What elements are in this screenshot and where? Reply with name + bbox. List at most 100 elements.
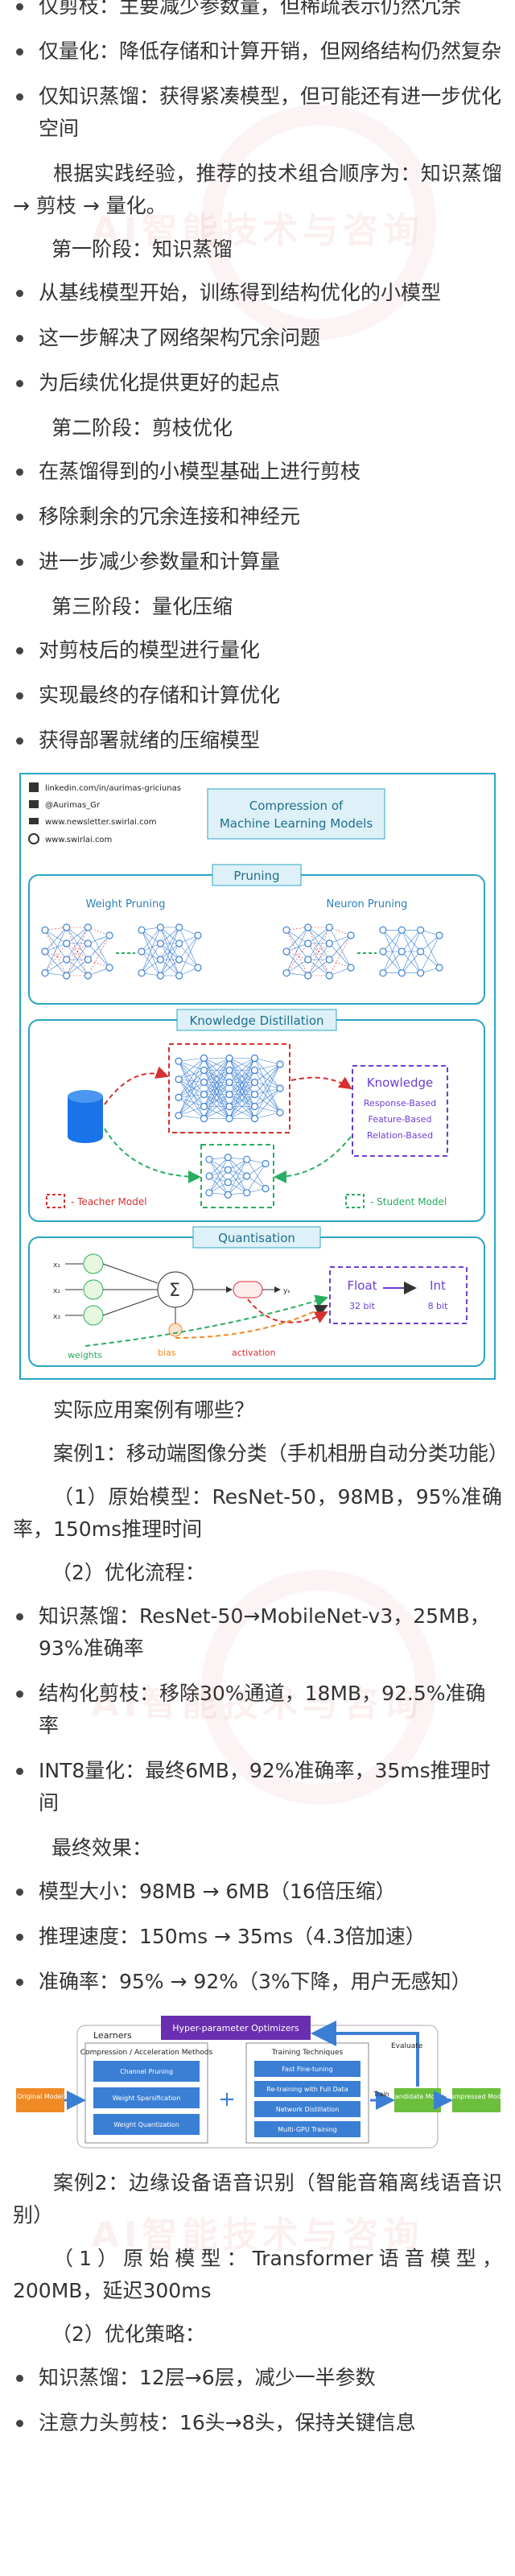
network-edge	[228, 1170, 247, 1193]
network-edge	[307, 927, 330, 960]
network-edge	[178, 1079, 204, 1083]
stage3-list: 对剪枝后的模型进行量化 实现最终的存储和计算优化 获得部署就绪的压缩模型	[0, 634, 515, 757]
network-node	[63, 939, 71, 947]
network-node	[84, 923, 92, 931]
pipeline-svg: Hyper-parameter Optimizers Learners Comp…	[16, 2016, 507, 2149]
evaluate-label: Evaluate	[391, 2042, 423, 2050]
network-node	[138, 926, 146, 934]
network-edge	[66, 927, 89, 944]
list-item: 准确率：95% → 92%（3%下降，用户无感知）	[13, 1966, 505, 1998]
list-item: 这一步解决了网络架构冗余问题	[13, 322, 505, 354]
network-node	[398, 926, 406, 934]
case1-title: 案例1：移动端图像分类（手机相册自动分类功能）	[53, 1442, 509, 1465]
network-node	[282, 947, 290, 956]
network-node	[224, 1191, 232, 1199]
network-edge	[329, 935, 352, 960]
network-node	[379, 947, 387, 956]
network-node	[105, 964, 113, 972]
network-edge	[420, 935, 440, 952]
int-bits: 8 bit	[428, 1301, 449, 1311]
credit-twitter: @Aurimas_Gr	[45, 801, 101, 810]
network-edge	[402, 930, 421, 973]
network-edge	[228, 1159, 247, 1183]
compressed-model-label: Compressed Model	[446, 2093, 502, 2100]
network-edge	[228, 1159, 247, 1195]
case1-effect-title: 最终效果：	[52, 1836, 153, 1860]
network-edge	[208, 1159, 229, 1195]
network-edge	[329, 927, 352, 936]
network-edge	[178, 1094, 204, 1098]
learners-label: Learners	[93, 2030, 132, 2041]
limitation-list: 仅剪枝：主要减少参数量，但稀疏表示仍然冗余 仅量化：降低存储和计算开销，但网络结…	[0, 0, 515, 145]
network-edge	[178, 1115, 204, 1119]
knowledge-type: Response-Based	[364, 1098, 436, 1108]
network-node	[224, 1166, 232, 1174]
list-item: 推理速度：150ms → 35ms（4.3倍加速）	[13, 1921, 505, 1953]
network-edge	[229, 1082, 255, 1119]
network-node	[224, 1179, 232, 1187]
network-edge	[329, 959, 352, 968]
figure-title-line2: Machine Learning Models	[220, 816, 373, 831]
network-edge	[44, 959, 67, 973]
network-edge	[141, 927, 161, 973]
network-edge	[307, 927, 330, 944]
network-edge	[44, 930, 67, 976]
network-node	[250, 1066, 259, 1075]
candidate-model-label: Candidate Model	[390, 2093, 444, 2100]
list-item: 模型大小：98MB → 6MB（16倍压缩）	[13, 1876, 505, 1908]
optimizer-box	[161, 2016, 311, 2040]
network-edge	[208, 1175, 229, 1195]
network-node	[435, 964, 443, 972]
network-edge	[204, 1082, 230, 1119]
network-node	[175, 939, 183, 947]
network-edge	[88, 927, 110, 936]
network-node	[243, 1189, 251, 1197]
stage-heading: 第一阶段：知识蒸馏	[52, 237, 233, 261]
methods-title: Compression / Acceleration Methods	[80, 2049, 213, 2057]
network-edge	[178, 1096, 204, 1107]
paragraph: 根据实践经验，推荐的技术组合顺序为：知识蒸馏 → 剪枝 → 量化。	[13, 162, 502, 217]
list-item: 仅量化：降低存储和计算开销，但网络结构仍然复杂	[13, 35, 505, 68]
network-edge	[44, 927, 67, 973]
network-edge	[254, 1088, 281, 1119]
pipeline-item-box	[93, 2087, 200, 2108]
pipeline-item-box	[254, 2061, 360, 2077]
network-edge	[179, 935, 199, 976]
network-edge	[178, 1070, 204, 1080]
list-item: INT8量化：最终6MB，92%准确率，35ms推理时间	[13, 1755, 505, 1819]
network-edge	[286, 943, 308, 973]
network-edge	[286, 927, 308, 973]
network-edge	[382, 930, 402, 973]
weight-pruning-label: Weight Pruning	[86, 898, 166, 910]
case1-flow-title: （2）优化流程：	[52, 1561, 205, 1584]
pipeline-item-label: Network Distillation	[276, 2106, 340, 2113]
network-edge	[66, 943, 89, 976]
network-node	[41, 926, 49, 934]
network-node	[243, 1155, 251, 1163]
network-edge	[178, 1094, 204, 1116]
weights-label: weights	[68, 1350, 102, 1360]
pipeline-item-box	[254, 2081, 360, 2097]
pruning-title: Pruning	[233, 869, 279, 883]
network-edge	[141, 927, 161, 952]
network-node	[304, 956, 312, 964]
network-node	[175, 1075, 183, 1084]
optimizer-label: Hyper-parameter Optimizers	[172, 2023, 299, 2033]
network-node	[84, 972, 92, 980]
network-edge	[286, 930, 308, 976]
network-edge	[160, 959, 179, 976]
bias-arrow	[175, 1305, 328, 1339]
pipeline-item-label: Multi-GPU Training	[278, 2126, 337, 2133]
case2-strategy-title: （2）优化策略：	[52, 2322, 205, 2346]
network-edge	[141, 930, 161, 960]
network-node	[347, 931, 355, 939]
pipeline-item-box	[254, 2101, 360, 2117]
knowledge-to-student-arrow	[274, 1136, 352, 1183]
network-edge	[160, 927, 179, 960]
network-node	[200, 1066, 208, 1075]
twitter-icon	[29, 800, 39, 808]
evaluate-arrow	[311, 2021, 419, 2087]
kd-title-box	[176, 1009, 337, 1031]
network-node	[250, 1054, 259, 1063]
network-edge	[254, 1088, 281, 1107]
